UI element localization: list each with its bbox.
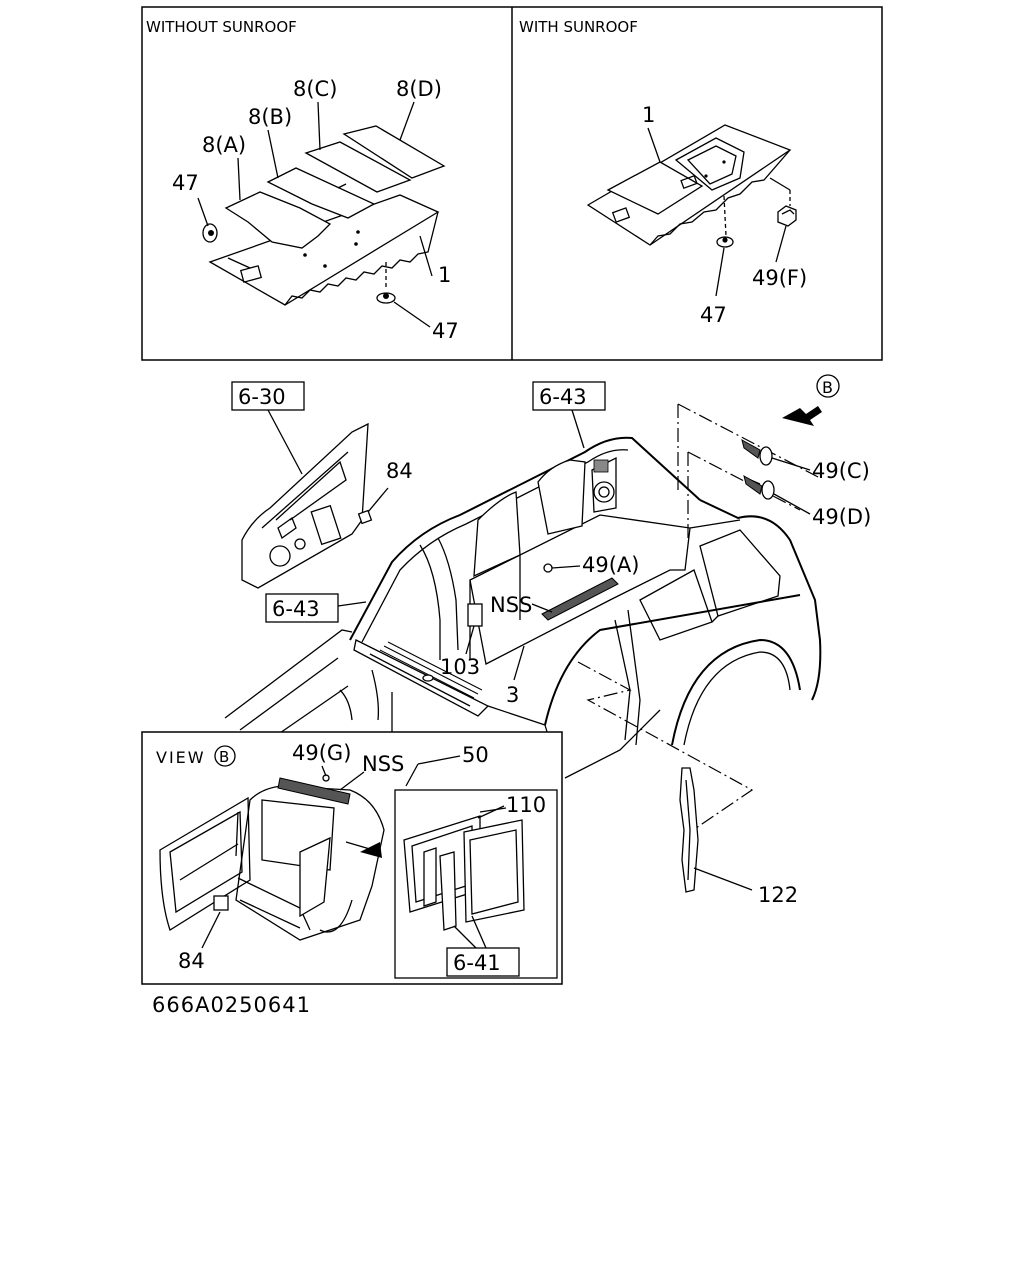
- clip-49c: [741, 439, 773, 466]
- ref-6-30: 6-30: [238, 385, 286, 409]
- panel-title-without-sunroof: WITHOUT SUNROOF: [146, 18, 297, 36]
- ref-box-6-30: [231, 381, 305, 411]
- label-122: 122: [758, 883, 798, 907]
- label-8b: 8(B): [248, 105, 292, 129]
- panel-title-with-sunroof: WITH SUNROOF: [519, 18, 638, 36]
- ref-6-43-top: 6-43: [539, 385, 587, 409]
- label-3: 3: [506, 683, 519, 707]
- label-103: 103: [440, 655, 480, 679]
- pad-8b: [266, 167, 376, 219]
- view-b-arrow: B: [782, 374, 840, 426]
- fastener-47-sunroof: [716, 236, 734, 248]
- label-1-with: 1: [642, 103, 655, 127]
- panel-without-sunroof: WITHOUT SUNROOF: [146, 18, 459, 343]
- label-47-sunroof: 47: [700, 303, 727, 327]
- pad-8d: [342, 125, 446, 179]
- fastener-47-bottom: [376, 292, 396, 304]
- scuff-plate-50: [277, 777, 351, 805]
- label-nss-inset: NSS: [362, 752, 404, 776]
- view-b-arrow-label: B: [822, 378, 833, 397]
- vehicle-body: [224, 403, 822, 829]
- front-door-trim: [241, 422, 373, 589]
- label-8c: 8(C): [293, 77, 337, 101]
- label-nss-main: NSS: [490, 593, 532, 617]
- view-b-marker: B: [219, 748, 229, 766]
- pad-8c: [304, 141, 412, 193]
- label-8a: 8(A): [202, 133, 246, 157]
- weatherstrip-122: [679, 767, 699, 893]
- label-84-main: 84: [386, 459, 413, 483]
- ref-box-6-43-top: [532, 381, 606, 411]
- part-84-inset: [213, 895, 229, 911]
- label-49g: 49(G): [292, 741, 351, 765]
- clip-49f: [777, 205, 797, 227]
- ref-6-43-left: 6-43: [272, 597, 320, 621]
- label-47-left: 47: [172, 171, 199, 195]
- clip-49d: [743, 475, 775, 500]
- pad-8a: [224, 191, 332, 249]
- label-49a: 49(A): [582, 553, 639, 577]
- headliner-sunroof-part-1: [586, 124, 792, 246]
- figure-code: 666A0250641: [152, 993, 311, 1017]
- view-b-inset: VIEW B 49(G) NSS: [156, 741, 558, 979]
- label-49c: 49(C): [812, 459, 870, 483]
- headliner-part-1: [208, 194, 440, 306]
- label-49d: 49(D): [812, 505, 871, 529]
- fastener-47-left: [202, 223, 218, 243]
- ref-box-6-41: [446, 947, 520, 977]
- label-110: 110: [506, 793, 546, 817]
- label-8d: 8(D): [396, 77, 442, 101]
- label-1-without: 1: [438, 263, 451, 287]
- ref-6-41: 6-41: [453, 951, 501, 975]
- view-b-title: VIEW: [156, 748, 206, 767]
- label-47-bottom: 47: [432, 319, 459, 343]
- ref-box-6-43-left: [265, 593, 339, 623]
- label-84-inset: 84: [178, 949, 205, 973]
- label-49f: 49(F): [752, 266, 807, 290]
- panel-with-sunroof: WITH SUNROOF 1 47 49(F): [519, 18, 807, 327]
- window-glass-6-41: [463, 819, 525, 923]
- label-50: 50: [462, 743, 489, 767]
